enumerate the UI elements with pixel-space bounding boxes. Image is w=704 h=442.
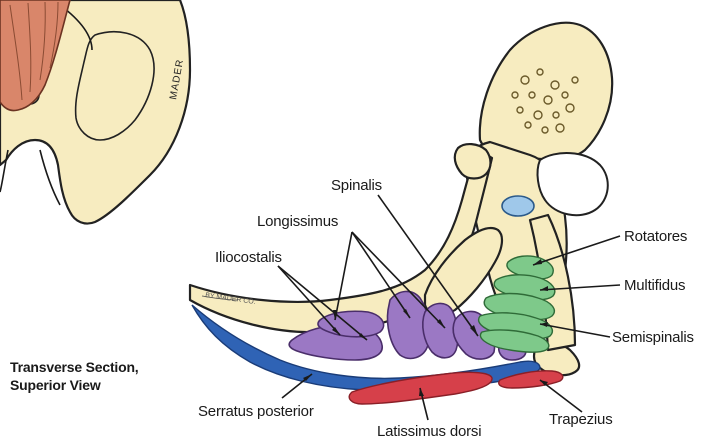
caption-line-1: Transverse Section, bbox=[10, 358, 139, 376]
label-iliocostalis: Iliocostalis bbox=[215, 249, 282, 266]
caption-line-2: Superior View bbox=[10, 376, 139, 394]
label-rotatores: Rotatores bbox=[624, 228, 687, 245]
figure-caption: Transverse Section, Superior View bbox=[10, 358, 139, 394]
label-latissimus-dorsi: Latissimus dorsi bbox=[377, 423, 481, 440]
label-longissimus: Longissimus bbox=[257, 213, 338, 230]
label-multifidus: Multifidus bbox=[624, 277, 685, 294]
blue-structure bbox=[502, 196, 534, 216]
label-serratus-posterior: Serratus posterior bbox=[198, 403, 314, 420]
label-spinalis: Spinalis bbox=[331, 177, 382, 194]
label-semispinalis: Semispinalis bbox=[612, 329, 694, 346]
label-trapezius: Trapezius bbox=[549, 411, 613, 428]
